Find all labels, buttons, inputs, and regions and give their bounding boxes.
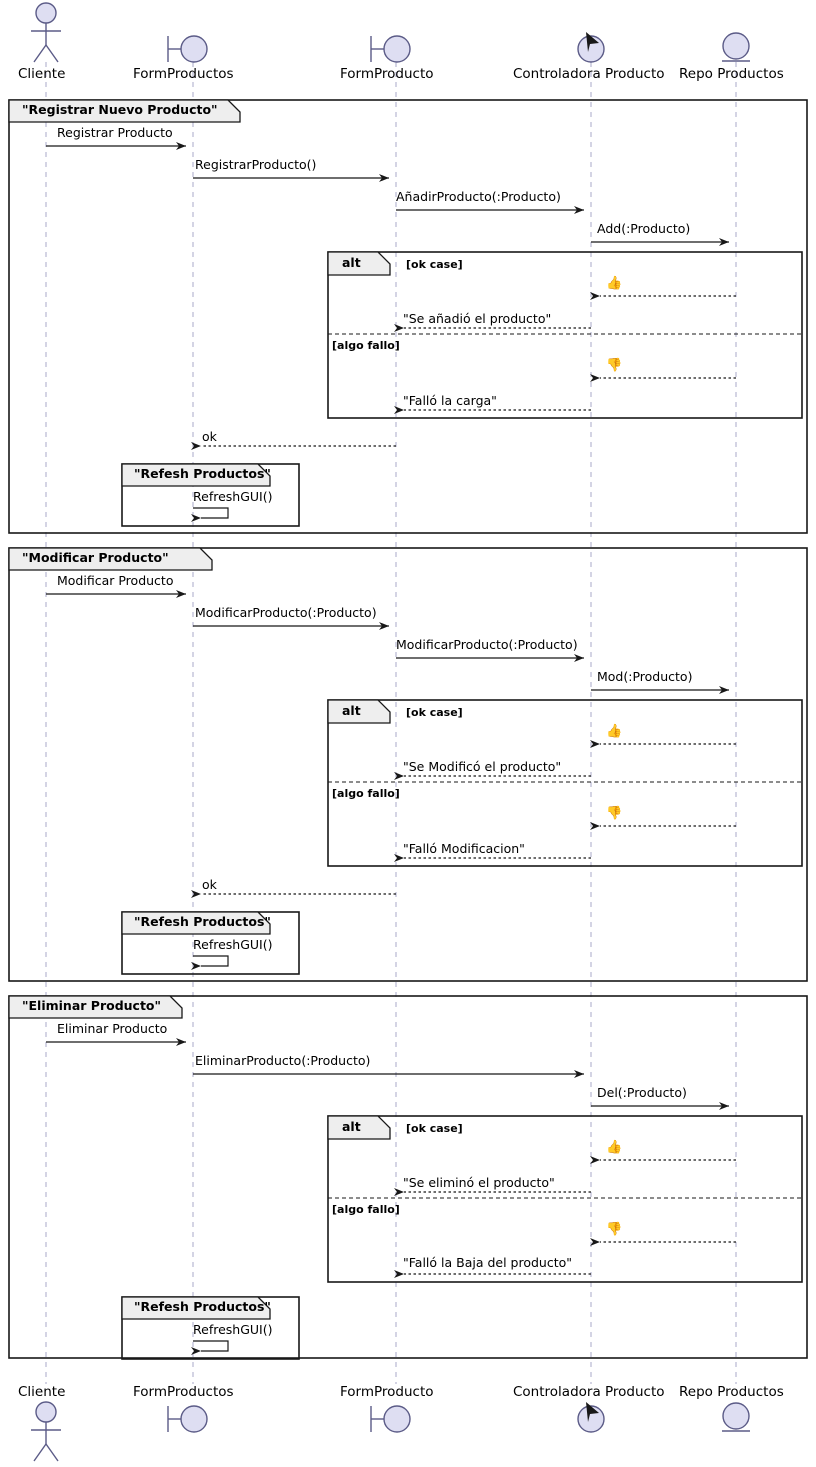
- participant-label-formproducto-bottom: FormProducto: [340, 1384, 434, 1400]
- participant-label-formproducto-top: FormProducto: [340, 66, 434, 82]
- participant-label-repo-top: Repo Productos: [679, 66, 784, 82]
- self-message-label-refreshgui-registrar: RefreshGUI(): [193, 489, 273, 504]
- alt-guard-fallo-registrar: [algo fallo]: [332, 339, 400, 352]
- participant-label-controladora-top: Controladora Producto: [513, 66, 665, 82]
- message-label-add-producto: Add(:Producto): [597, 221, 691, 236]
- participant-icon-control-controladora-top: [577, 32, 605, 63]
- participant-label-cliente-top: Cliente: [18, 66, 66, 82]
- alt-guard-fallo-eliminar: [algo fallo]: [332, 1203, 400, 1216]
- alt-frame-eliminar: [327, 1115, 803, 1283]
- participant-icon-boundary-formproductos-bottom: [167, 1405, 208, 1433]
- alt-keyword-registrar: alt: [342, 255, 361, 270]
- message-label-modificar-producto: Modificar Producto: [57, 573, 174, 588]
- refresh-title-eliminar: "Refesh Productos": [134, 1299, 271, 1314]
- return-label-fallo-modificacion: "Falló Modificacion": [403, 841, 525, 856]
- group-frame-eliminar: [8, 995, 808, 1359]
- message-label-eliminarproducto: EliminarProducto(:Producto): [195, 1053, 371, 1068]
- lifelines: [45, 62, 737, 1384]
- group-frame-modificar: [8, 547, 808, 982]
- group-frame-registrar: [8, 99, 808, 534]
- participant-icon-boundary-formproducto-bottom: [370, 1405, 411, 1433]
- participant-icon-entity-repo-top: [722, 32, 750, 62]
- participant-icon-boundary-formproductos-top: [167, 35, 208, 63]
- refresh-frame-registrar: [121, 463, 300, 527]
- messages-registrar: [46, 142, 736, 522]
- message-label-mod-producto: Mod(:Producto): [597, 669, 693, 684]
- return-label-se-modifico: "Se Modificó el producto": [403, 759, 562, 774]
- participant-label-controladora-bottom: Controladora Producto: [513, 1384, 665, 1400]
- message-label-registrarproducto: RegistrarProducto(): [195, 157, 317, 172]
- refresh-title-modificar: "Refesh Productos": [134, 914, 271, 929]
- self-message-label-refreshgui-eliminar: RefreshGUI(): [193, 1322, 273, 1337]
- participant-label-cliente-bottom: Cliente: [18, 1384, 66, 1400]
- message-label-registrar-producto: Registrar Producto: [57, 125, 173, 140]
- alt-guard-fallo-modificar: [algo fallo]: [332, 787, 400, 800]
- return-label-se-elimino: "Se eliminó el producto": [403, 1175, 555, 1190]
- thumbs-up-icon: 👍: [606, 724, 623, 739]
- thumbs-down-icon: 👎: [606, 806, 623, 821]
- participant-label-formproductos-bottom: FormProductos: [133, 1384, 234, 1400]
- thumbs-down-icon: 👎: [606, 358, 623, 373]
- alt-guard-ok-eliminar: [ok case]: [406, 1122, 463, 1135]
- refresh-title-registrar: "Refesh Productos": [134, 466, 271, 481]
- group-title-modificar: "Modificar Producto": [22, 550, 169, 565]
- message-label-modificarproducto-2: ModificarProducto(:Producto): [396, 637, 578, 652]
- refresh-frame-modificar: [121, 911, 300, 975]
- return-label-fallo-carga: "Falló la carga": [403, 393, 497, 408]
- return-label-fallo-baja: "Falló la Baja del producto": [403, 1255, 573, 1270]
- thumbs-up-icon: 👍: [606, 1140, 623, 1155]
- group-title-eliminar: "Eliminar Producto": [22, 998, 162, 1013]
- group-title-registrar: "Registrar Nuevo Producto": [22, 102, 218, 117]
- participant-label-repo-bottom: Repo Productos: [679, 1384, 784, 1400]
- return-label-se-anadio: "Se añadió el producto": [403, 311, 552, 326]
- alt-guard-ok-registrar: [ok case]: [406, 258, 463, 271]
- alt-keyword-modificar: alt: [342, 703, 361, 718]
- message-label-anadirproducto: AñadirProducto(:Producto): [396, 189, 561, 204]
- alt-frame-modificar: [327, 699, 803, 867]
- return-label-ok-registrar: ok: [202, 429, 217, 444]
- message-label-modificarproducto-1: ModificarProducto(:Producto): [195, 605, 377, 620]
- participant-icon-actor-top: [31, 2, 61, 63]
- participant-label-formproductos-top: FormProductos: [133, 66, 234, 82]
- messages-eliminar: [46, 1038, 736, 1355]
- message-label-del-producto: Del(:Producto): [597, 1085, 687, 1100]
- thumbs-up-icon: 👍: [606, 276, 623, 291]
- alt-keyword-eliminar: alt: [342, 1119, 361, 1134]
- participant-icon-actor-bottom: [31, 1401, 61, 1462]
- self-message-label-refreshgui-modificar: RefreshGUI(): [193, 937, 273, 952]
- participant-icon-control-controladora-bottom: [577, 1402, 605, 1433]
- message-label-eliminar-producto: Eliminar Producto: [57, 1021, 168, 1036]
- thumbs-down-icon: 👎: [606, 1222, 623, 1237]
- alt-guard-ok-modificar: [ok case]: [406, 706, 463, 719]
- participant-icon-entity-repo-bottom: [722, 1402, 750, 1432]
- alt-frame-registrar: [327, 251, 803, 419]
- return-label-ok-modificar: ok: [202, 877, 217, 892]
- refresh-frame-eliminar: [121, 1296, 300, 1360]
- messages-modificar: [46, 590, 736, 970]
- participant-icon-boundary-formproducto-top: [370, 35, 411, 63]
